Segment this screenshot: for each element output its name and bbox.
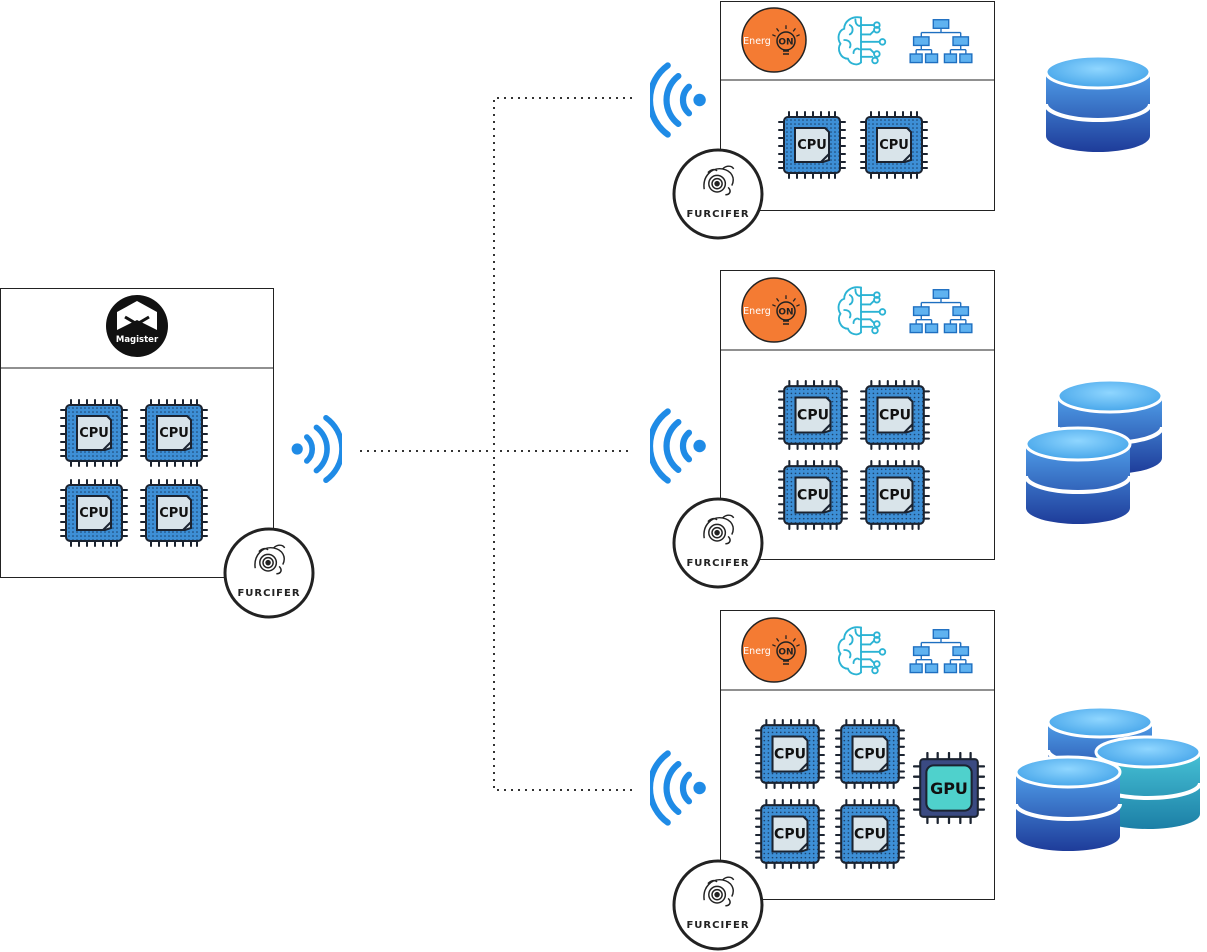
master-cpu-group: CPU CPU CPU CPU: [60, 399, 208, 547]
worker-2-cpu-1: CPU: [778, 380, 848, 450]
worker-furcifer-badges: FURCIFER FURCIFER FURCIFER: [672, 148, 764, 951]
master-wifi-icon: [292, 418, 342, 480]
cpu-label: CPU: [797, 138, 827, 153]
worker-3-gpu: GPU: [913, 752, 985, 824]
master-node: Magister CPU CPU CPU CPU: [0, 288, 274, 578]
furcifer-label: FURCIFER: [686, 209, 749, 220]
worker-3-cpu-1: CPU: [755, 719, 825, 789]
cpu-label: CPU: [854, 746, 886, 762]
master-cpu-4: CPU: [140, 479, 208, 547]
energon-prefix: Energ: [743, 36, 771, 47]
furcifer-label: FURCIFER: [686, 558, 749, 569]
furcifer-label: FURCIFER: [237, 588, 300, 599]
cpu-label: CPU: [159, 426, 189, 441]
cpu-label: CPU: [879, 138, 909, 153]
energon-prefix: Energ: [743, 306, 771, 317]
energon-logo: Energ ON: [741, 7, 807, 73]
magister-logo: Magister: [106, 295, 168, 357]
worker-2-cpu-4: CPU: [860, 460, 930, 530]
worker-1-cpu-1: CPU: [778, 111, 846, 179]
cpu-label: CPU: [79, 426, 109, 441]
cpu-label: CPU: [79, 506, 109, 521]
worker-2-cpu-3: CPU: [778, 460, 848, 530]
magister-label: Magister: [116, 335, 159, 345]
worker-1-logo-row: Energ ON: [741, 7, 973, 73]
gpu-label: GPU: [930, 779, 968, 798]
database-3b-icon: [1094, 735, 1202, 829]
worker-3-cpu-4: CPU: [835, 799, 905, 869]
cpu-label: CPU: [774, 826, 806, 842]
energon-suffix: ON: [778, 38, 793, 48]
worker-2-furcifer-badge: FURCIFER: [672, 497, 764, 589]
cpu-label: CPU: [797, 487, 829, 503]
furcifer-label: FURCIFER: [686, 920, 749, 931]
cpu-label: CPU: [854, 826, 886, 842]
cpu-label: CPU: [879, 487, 911, 503]
master-cpu-1: CPU: [60, 399, 128, 467]
master-cpu-2: CPU: [140, 399, 208, 467]
worker-2-logo-row: Energ ON: [741, 277, 973, 343]
database-stacks: [1014, 54, 1202, 851]
master-furcifer-badge: FURCIFER: [223, 527, 315, 619]
worker-1-cpu-2: CPU: [860, 111, 928, 179]
energon-prefix: Energ: [743, 646, 771, 657]
worker-3-wifi-icon: [650, 753, 706, 822]
cpu-label: CPU: [879, 407, 911, 423]
worker-1-wifi-icon: [650, 65, 706, 134]
network-connections: [360, 97, 632, 791]
database-2b-icon: [1024, 426, 1132, 524]
energon-suffix: ON: [778, 308, 793, 318]
link-backbone: [493, 97, 632, 791]
database-3c-icon: [1014, 755, 1122, 851]
energon-logo: Energ ON: [741, 617, 807, 683]
worker-3-furcifer-badge: FURCIFER: [672, 859, 764, 951]
worker-2-cpu-2: CPU: [860, 380, 930, 450]
worker-chip-groups: CPU CPU CPU CPU CPU CPU CPU CPU CPU CPU GPU: [755, 111, 985, 869]
database-1-icon: [1044, 54, 1152, 152]
cpu-label: CPU: [774, 746, 806, 762]
cpu-label: CPU: [159, 506, 189, 521]
energon-logo: Energ ON: [741, 277, 807, 343]
worker-2-wifi-icon: [650, 411, 706, 480]
master-cpu-3: CPU: [60, 479, 128, 547]
worker-3-logo-row: Energ ON: [741, 617, 973, 683]
cpu-label: CPU: [797, 407, 829, 423]
energon-suffix: ON: [778, 648, 793, 658]
worker-1-furcifer-badge: FURCIFER: [672, 148, 764, 240]
worker-3-cpu-3: CPU: [755, 799, 825, 869]
worker-3-cpu-2: CPU: [835, 719, 905, 789]
